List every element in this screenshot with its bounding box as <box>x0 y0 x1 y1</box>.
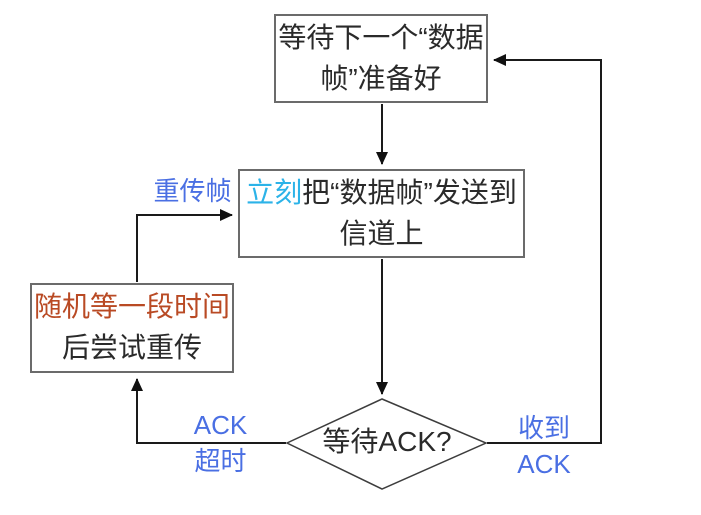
edge-label-ack-timeout-line1: ACK <box>193 410 248 440</box>
decision-diamond-label: 等待ACK? <box>322 426 452 457</box>
arrow-retransmit-path <box>136 209 233 282</box>
node-send-frame-text: 立刻把“数据帧”发送到信道上 <box>240 173 523 254</box>
arrow-ack-received-path <box>487 54 602 444</box>
edge-label-retransmit: 重传帧 <box>153 176 232 206</box>
node-wait-next-frame: 等待下一个“数据帧”准备好 <box>274 14 488 103</box>
edge-label-ack-received-line2: ACK <box>517 448 571 479</box>
edge-label-ack-received: 收到 ACK <box>503 411 585 483</box>
edge-label-ack-received-line1: 收到 <box>517 413 570 443</box>
node-send-frame-highlight: 立刻 <box>246 176 303 208</box>
decision-diamond <box>285 398 488 490</box>
node-random-wait-highlight: 随机等一段时间 <box>33 291 230 323</box>
node-send-frame-rest: 把“数据帧”发送到信道上 <box>302 176 517 249</box>
edge-label-ack-timeout: ACK 超时 <box>183 408 258 480</box>
edge-label-ack-timeout-line2: 超时 <box>194 445 247 476</box>
arrow-ack-timeout-path <box>131 378 286 444</box>
node-wait-next-frame-text: 等待下一个“数据帧”准备好 <box>278 21 484 94</box>
node-random-wait: 随机等一段时间 后尝试重传 <box>30 283 234 373</box>
node-random-wait-line2: 后尝试重传 <box>61 332 202 363</box>
node-send-frame: 立刻把“数据帧”发送到信道上 <box>238 169 525 258</box>
